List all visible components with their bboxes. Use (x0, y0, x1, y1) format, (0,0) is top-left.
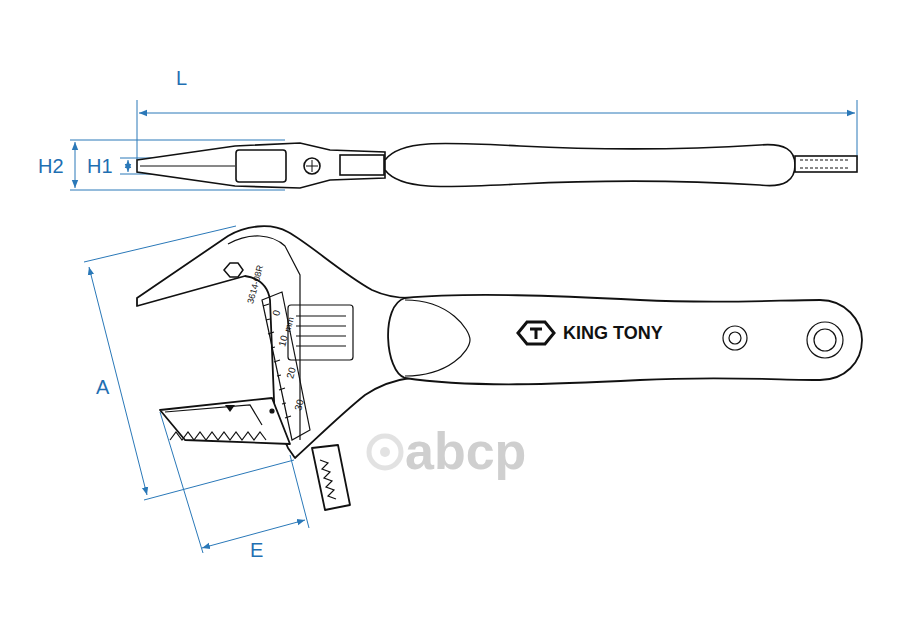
dimension-label: L (176, 68, 187, 88)
dimension-label: H1 (87, 156, 113, 176)
brand-logo (224, 263, 554, 344)
watermark-logo (369, 436, 401, 468)
dimension-label: H2 (38, 156, 64, 176)
dimension-label: E (250, 540, 263, 560)
watermark: abcp (405, 425, 526, 477)
brand-name: KING TONY (563, 324, 663, 342)
dimension-label: A (96, 377, 109, 397)
